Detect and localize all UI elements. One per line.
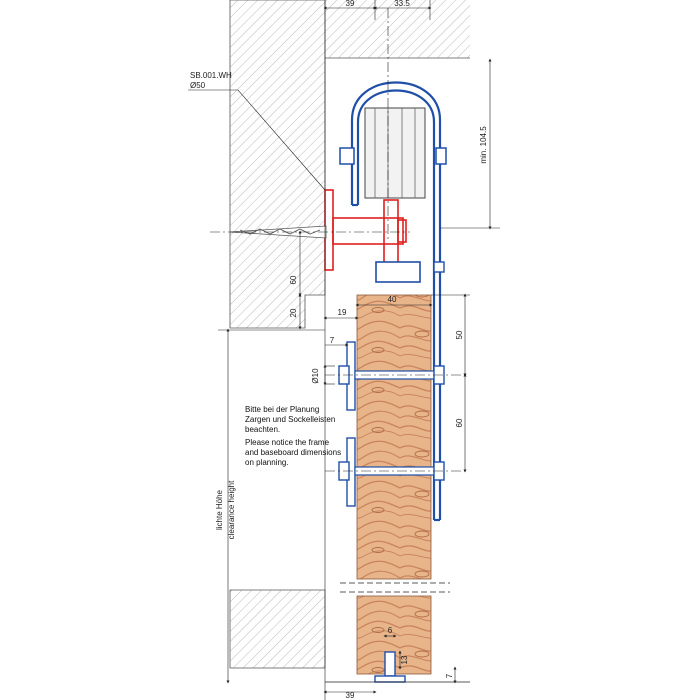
dim-min-height: min. 104.5 bbox=[479, 126, 488, 164]
roller-wheel bbox=[339, 107, 447, 199]
note-en-line3: on planning. bbox=[245, 458, 289, 467]
hanger-strap bbox=[350, 81, 442, 522]
dim-bolt-diameter: Ø10 bbox=[311, 368, 320, 384]
door-panel bbox=[340, 294, 450, 675]
dim-frame-height: 20 bbox=[289, 308, 298, 317]
wall-anchor bbox=[210, 225, 410, 239]
part-code: SB.001.WH bbox=[190, 71, 232, 80]
dim-bolt-spacing: 60 bbox=[455, 418, 464, 427]
part-diameter: Ø50 bbox=[190, 81, 206, 90]
door-bolt-upper bbox=[325, 341, 465, 411]
dim-plate-offset: 7 bbox=[330, 336, 335, 345]
dim-wall-offset: 60 bbox=[289, 275, 298, 284]
note-de-line3: beachten. bbox=[245, 425, 280, 434]
dim-upper-bolt-spacing: 50 bbox=[455, 330, 464, 339]
wall-bracket bbox=[324, 189, 407, 271]
dim-bottom-offset: 39 bbox=[346, 691, 355, 700]
dim-top-a: 39 bbox=[346, 0, 355, 8]
dim-guide-height: 13 bbox=[400, 655, 409, 664]
door-bolt-lower bbox=[325, 437, 465, 507]
floor-guide bbox=[325, 651, 470, 683]
note-de-line2: Zargen und Sockelleisten bbox=[245, 415, 335, 424]
clearance-de: lichte Höhe bbox=[215, 489, 224, 530]
note-en-line1: Please notice the frame bbox=[245, 438, 330, 447]
dim-guide-width: 6 bbox=[388, 626, 393, 635]
clearance-en: clearance height bbox=[227, 480, 236, 539]
rail-profile bbox=[375, 261, 445, 283]
note-en-line2: and baseboard dimensions bbox=[245, 448, 341, 457]
dim-floor-gap: 7 bbox=[445, 673, 454, 678]
dimension-lines bbox=[188, 0, 500, 700]
dim-frame-width: 19 bbox=[338, 308, 347, 317]
dim-top-b: 33.5 bbox=[394, 0, 410, 8]
wall bbox=[229, 0, 326, 669]
ceiling bbox=[325, 0, 470, 59]
dim-door-thickness: 40 bbox=[388, 295, 397, 304]
note-de-line1: Bitte bei der Planung bbox=[245, 405, 319, 414]
